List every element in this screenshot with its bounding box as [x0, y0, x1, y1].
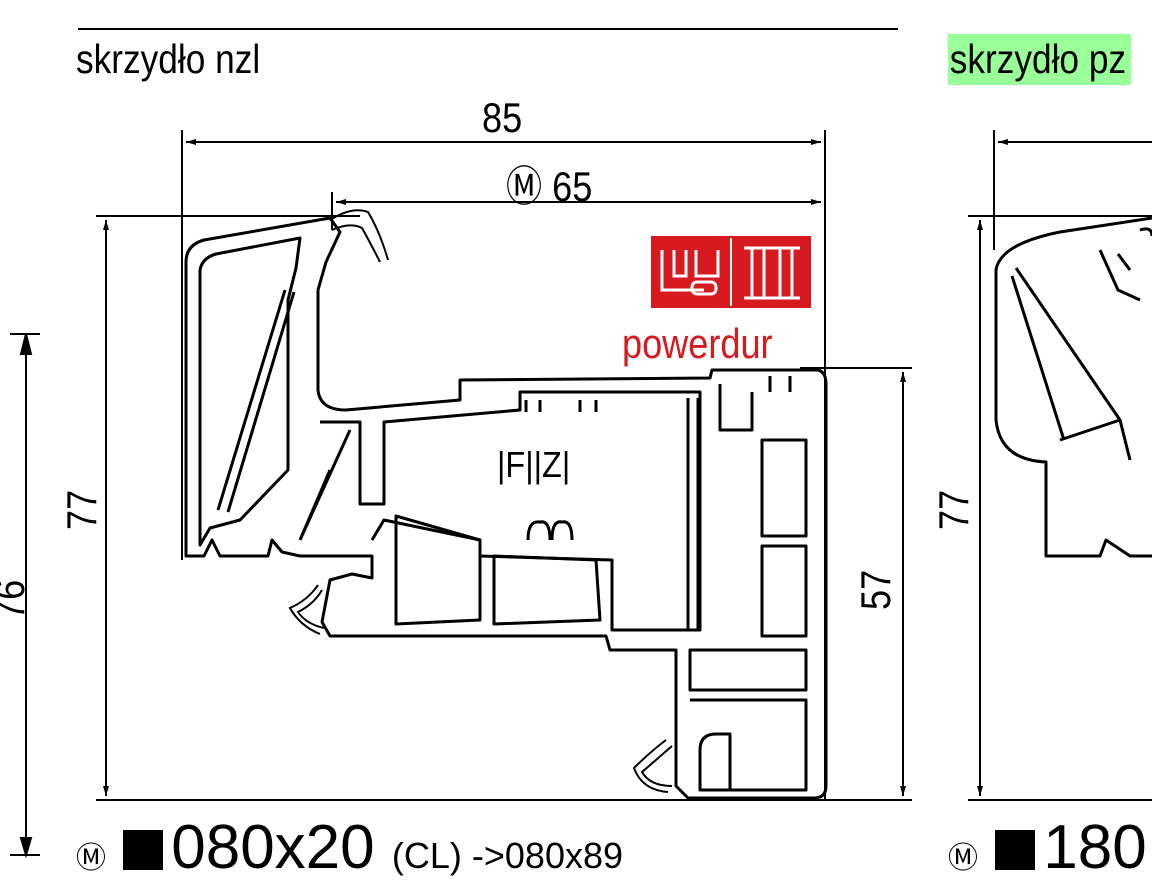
- right-panel-title: skrzydło pz: [948, 34, 1132, 85]
- left-profile-code: Ⓜ 080x20 (CL) ->080x89: [76, 812, 623, 883]
- far-left-dimension: [10, 333, 40, 859]
- dimension-m65-label: Ⓜ 65: [506, 163, 593, 210]
- right-profile-code: Ⓜ 180: [948, 812, 1147, 883]
- profile-center-label: |F||Z|: [497, 444, 571, 485]
- sash-seals: [288, 209, 673, 793]
- dimension-m65: [331, 192, 821, 230]
- dimension-77-label: 77: [58, 489, 105, 530]
- powerdur-brand-text: powerdur: [622, 320, 773, 367]
- right-profile-code-main: 180: [1043, 813, 1147, 882]
- square-marker-icon: [123, 830, 164, 870]
- dimension-77: [96, 215, 912, 801]
- right-dimension-77-label: 77: [930, 489, 977, 530]
- technical-drawing: skrzydło nzl skrzydło pz 85 Ⓜ 65 77 57 7…: [0, 28, 1152, 882]
- m-symbol: Ⓜ: [76, 842, 106, 875]
- right-panel-dimensions: [968, 130, 1152, 801]
- dimension-85-label: 85: [482, 94, 523, 141]
- left-panel-title: skrzydło nzl: [76, 36, 261, 82]
- left-profile-code-main: 080x20: [171, 813, 375, 882]
- dimension-57-label: 57: [852, 569, 899, 610]
- sash-profile-section: [184, 216, 828, 800]
- right-panel-profile: [994, 216, 1152, 558]
- left-profile-code-suffix: (CL) ->080x89: [391, 835, 624, 876]
- dimension-76-partial-label: 76: [0, 579, 33, 620]
- dimension-57: [800, 367, 912, 796]
- square-marker-icon: [995, 830, 1036, 870]
- m-symbol: Ⓜ: [948, 842, 978, 875]
- drawing-canvas: [10, 28, 1152, 859]
- powerdur-logo: [651, 236, 811, 308]
